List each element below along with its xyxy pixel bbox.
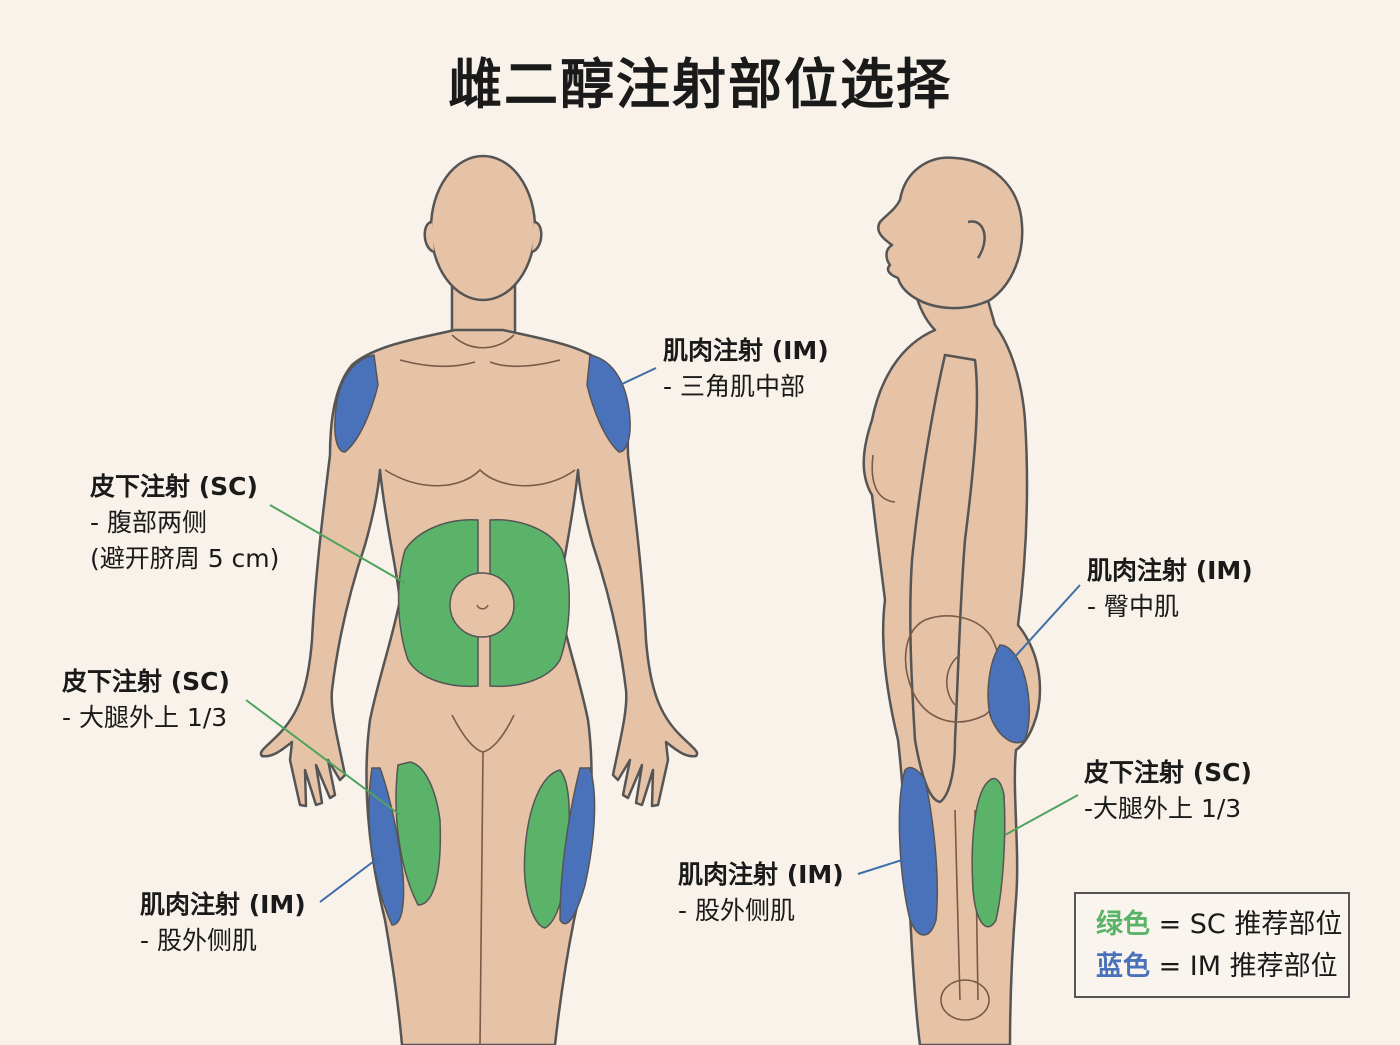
legend-blue-text: = IM 推荐部位 — [1150, 951, 1338, 982]
color-legend: 绿色 = SC 推荐部位 蓝色 = IM 推荐部位 — [1074, 892, 1350, 998]
callout-detail-note: (避开脐周 5 cm) — [90, 544, 280, 573]
callout-detail: - 股外侧肌 — [140, 926, 257, 955]
front-abdomen-right-zone — [489, 519, 571, 688]
front-thigh-sc-left-zone — [395, 761, 442, 906]
front-zones — [334, 354, 631, 929]
leader-front-deltoid — [621, 367, 657, 385]
leader-side-thigh-sc — [1004, 794, 1079, 836]
legend-green-text: = SC 推荐部位 — [1150, 909, 1343, 940]
callout-front-deltoid: 肌肉注射 (IM) - 三角肌中部 — [663, 333, 829, 405]
leader-front-thigh-im — [319, 857, 379, 903]
side-zones — [898, 644, 1031, 936]
legend-row-im: 蓝色 = IM 推荐部位 — [1096, 946, 1348, 988]
callout-detail: - 腹部两侧 — [90, 508, 207, 537]
callout-side-thigh-im: 肌肉注射 (IM) - 股外侧肌 — [678, 857, 844, 929]
callout-detail: - 股外侧肌 — [678, 896, 795, 925]
callout-detail: - 臀中肌 — [1087, 592, 1179, 621]
callout-leader-lines — [319, 367, 1081, 903]
front-abdomen-left-zone — [397, 519, 479, 688]
legend-green-label: 绿色 — [1096, 909, 1150, 940]
page-title: 雌二醇注射部位选择 — [448, 53, 952, 116]
callout-heading: 皮下注射 (SC) — [62, 667, 230, 696]
front-body-details — [384, 334, 576, 1045]
callout-heading: 皮下注射 (SC) — [1084, 758, 1252, 787]
leader-front-thigh-sc — [245, 699, 401, 816]
front-deltoid-right-zone — [586, 354, 631, 453]
callout-detail: - 三角肌中部 — [663, 372, 805, 401]
callout-front-abdomen: 皮下注射 (SC) - 腹部两侧 (避开脐周 5 cm) — [90, 469, 279, 577]
callout-detail: - 大腿外上 1/3 — [62, 703, 228, 732]
front-deltoid-left-zone — [334, 354, 379, 453]
leader-side-glute — [1011, 584, 1081, 661]
leader-front-abdomen — [269, 504, 406, 584]
side-body — [862, 156, 1042, 1045]
callout-front-thigh-im: 肌肉注射 (IM) - 股外侧肌 — [140, 887, 306, 959]
callout-side-thigh-sc: 皮下注射 (SC) -大腿外上 1/3 — [1084, 755, 1252, 827]
legend-row-sc: 绿色 = SC 推荐部位 — [1096, 904, 1348, 946]
callout-heading: 肌肉注射 (IM) — [1087, 556, 1253, 585]
front-thigh-im-right-zone — [559, 767, 596, 925]
callout-heading: 肌肉注射 (IM) — [678, 860, 844, 889]
leader-side-thigh-im — [857, 859, 903, 875]
front-thigh-im-left-zone — [368, 767, 405, 926]
front-body — [259, 154, 699, 1045]
side-thigh-sc-zone — [971, 777, 1006, 928]
side-glute-im-zone — [987, 644, 1031, 744]
legend-blue-label: 蓝色 — [1096, 951, 1150, 982]
umbilicus-exclusion-zone — [449, 572, 515, 638]
callout-heading: 皮下注射 (SC) — [90, 472, 258, 501]
callout-side-glute: 肌肉注射 (IM) - 臀中肌 — [1087, 553, 1253, 625]
callout-front-thigh-sc: 皮下注射 (SC) - 大腿外上 1/3 — [62, 664, 230, 736]
callout-leader-lines-green — [245, 504, 1079, 836]
callout-detail: -大腿外上 1/3 — [1084, 794, 1242, 823]
callout-heading: 肌肉注射 (IM) — [140, 890, 306, 919]
callout-heading: 肌肉注射 (IM) — [663, 336, 829, 365]
side-thigh-im-zone — [898, 767, 938, 936]
